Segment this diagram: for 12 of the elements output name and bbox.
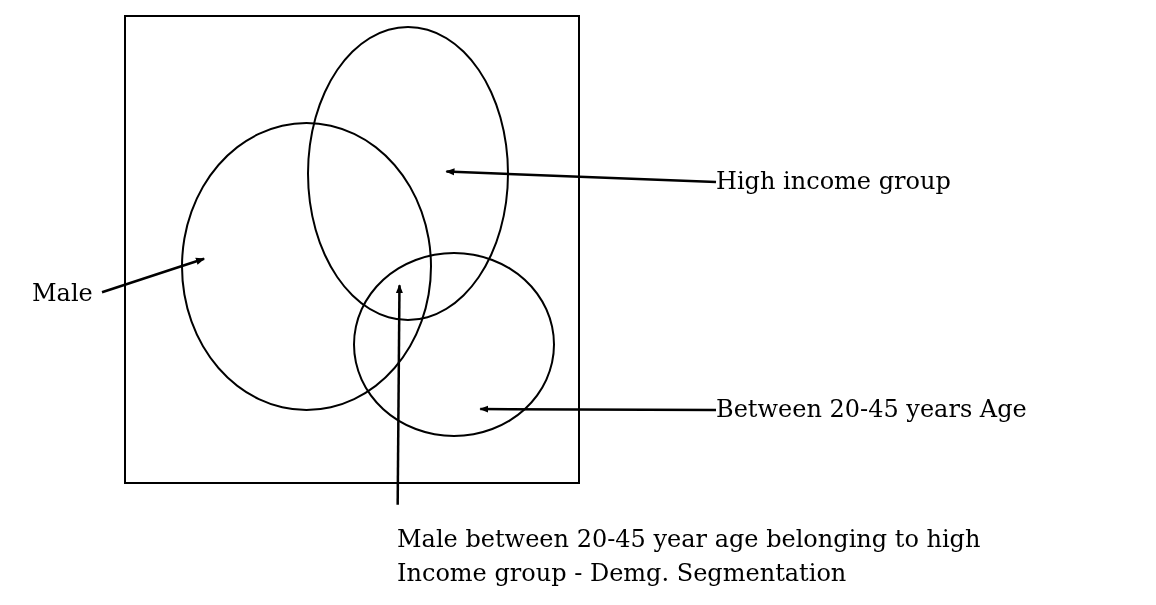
ellipse	[353, 252, 555, 437]
leader-arrow	[479, 405, 716, 413]
leader-arrow	[101, 257, 205, 294]
frame-box	[124, 15, 580, 484]
callout-label: Between 20-45 years Age	[716, 392, 1056, 426]
ellipse	[307, 26, 509, 321]
callout-label: High income group	[716, 164, 1046, 198]
leader-arrow	[395, 284, 403, 505]
leader-arrow	[445, 168, 717, 184]
callout-label: Male	[32, 276, 102, 310]
callout-label: Male between 20-45 year age belonging to high Income group - Demg. Segmentation	[397, 522, 1062, 590]
ellipse	[181, 122, 432, 411]
